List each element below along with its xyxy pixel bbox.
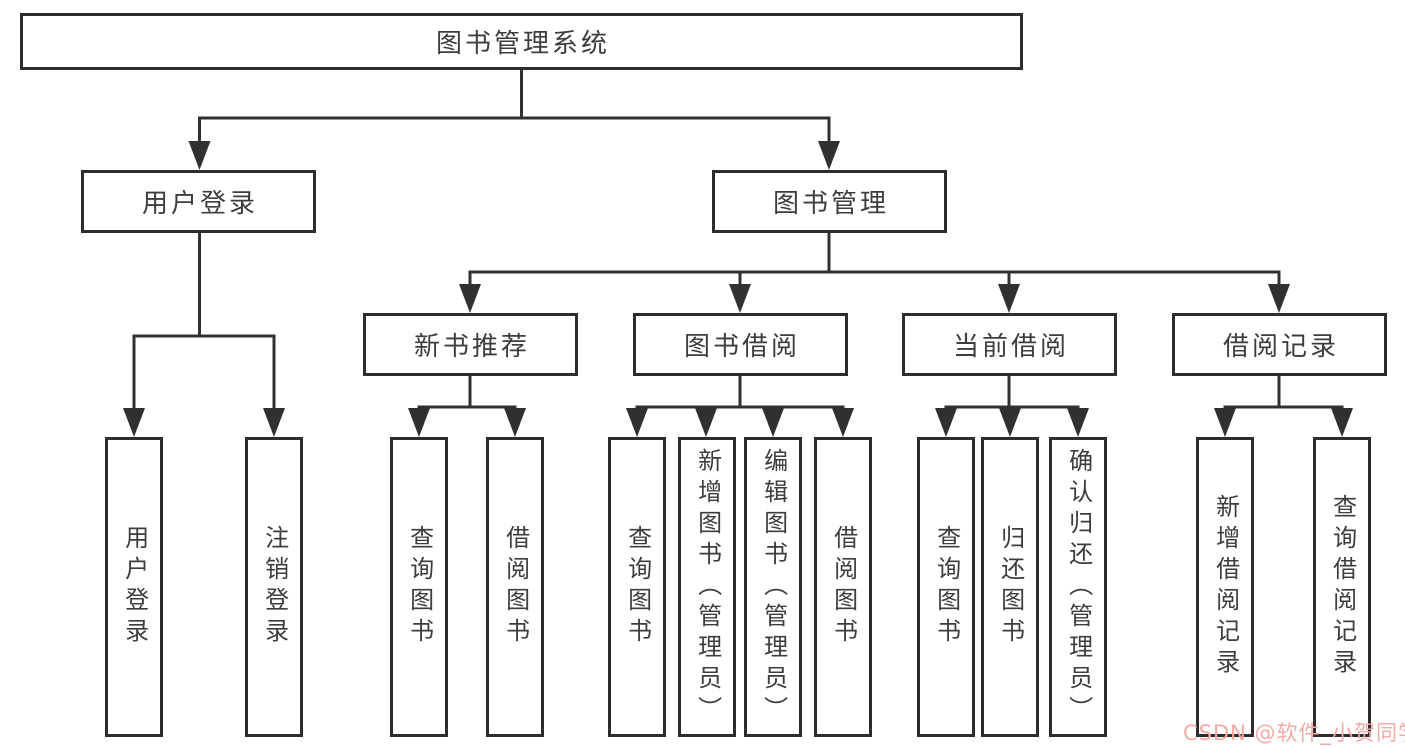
leaf-label: 新增借阅记录: [1211, 494, 1240, 680]
leaf-label: 借阅图书: [501, 525, 530, 649]
arrowhead: [999, 408, 1021, 437]
leaf-label: 查询图书: [623, 525, 652, 649]
leaf-query-borrow-record: 查询借阅记录: [1313, 437, 1371, 737]
leaf-edit-book-admin: 编辑图书（管理员）: [744, 437, 802, 737]
leaf-return-book: 归还图书: [981, 437, 1039, 737]
arrowhead: [1214, 408, 1236, 437]
leaf-user-login: 用户登录: [105, 437, 163, 737]
node-new-book-recommend: 新书推荐: [363, 313, 578, 376]
leaf-query-books-current: 查询图书: [917, 437, 975, 737]
leaf-label: 注销登录: [260, 525, 289, 649]
connector-current-borrow-to-leaves: [935, 376, 1089, 437]
leaf-label: 查询借阅记录: [1328, 494, 1357, 680]
arrowhead: [1268, 284, 1290, 313]
leaf-label: 归还图书: [996, 525, 1025, 649]
leaf-query-books-borrow: 查询图书: [608, 437, 666, 737]
arrowhead: [818, 141, 840, 170]
leaf-label: 编辑图书（管理员）: [759, 447, 788, 727]
leaf-add-book-admin: 新增图书（管理员）: [678, 437, 736, 737]
arrowhead: [832, 408, 854, 437]
leaf-query-books-recommend: 查询图书: [390, 437, 448, 737]
arrowhead: [729, 284, 751, 313]
arrowhead: [695, 408, 717, 437]
connector-user-login-to-leaves: [123, 233, 285, 437]
leaf-label: 用户登录: [120, 525, 149, 649]
arrowhead: [626, 408, 648, 437]
leaf-confirm-return-admin: 确认归还（管理员）: [1049, 437, 1107, 737]
leaf-label: 查询图书: [405, 525, 434, 649]
leaf-label: 确认归还（管理员）: [1064, 447, 1093, 727]
leaf-label: 新增图书（管理员）: [693, 447, 722, 727]
connector-new-book-to-leaves: [408, 376, 526, 437]
leaf-logout: 注销登录: [245, 437, 303, 737]
arrowhead: [459, 284, 481, 313]
arrowhead: [123, 408, 145, 437]
arrowhead: [408, 408, 430, 437]
arrowhead: [998, 284, 1020, 313]
node-current-borrow: 当前借阅: [902, 313, 1117, 376]
connector-root-to-level2: [188, 69, 840, 170]
arrowhead: [188, 141, 211, 170]
arrowhead: [1067, 408, 1089, 437]
arrowhead: [1331, 408, 1353, 437]
leaf-label: 借阅图书: [829, 525, 858, 649]
arrowhead: [263, 408, 285, 437]
node-book-borrow: 图书借阅: [633, 313, 848, 376]
node-root: 图书管理系统: [20, 13, 1023, 70]
arrowhead: [504, 408, 526, 437]
csdn-watermark: CSDN @软件_小贺同学: [1183, 721, 1405, 745]
connector-book-borrow-to-leaves: [626, 376, 854, 437]
arrowhead: [935, 408, 957, 437]
connector-book-mgmt-to-level3: [459, 233, 1290, 313]
node-user-login-branch: 用户登录: [81, 170, 316, 233]
leaf-add-borrow-record: 新增借阅记录: [1196, 437, 1254, 737]
connector-records-to-leaves: [1214, 376, 1353, 437]
node-borrow-records: 借阅记录: [1172, 313, 1387, 376]
leaf-borrow-books: 借阅图书: [814, 437, 872, 737]
leaf-borrow-books-recommend: 借阅图书: [486, 437, 544, 737]
arrowhead: [762, 408, 784, 437]
node-book-management: 图书管理: [712, 170, 947, 233]
leaf-label: 查询图书: [932, 525, 961, 649]
